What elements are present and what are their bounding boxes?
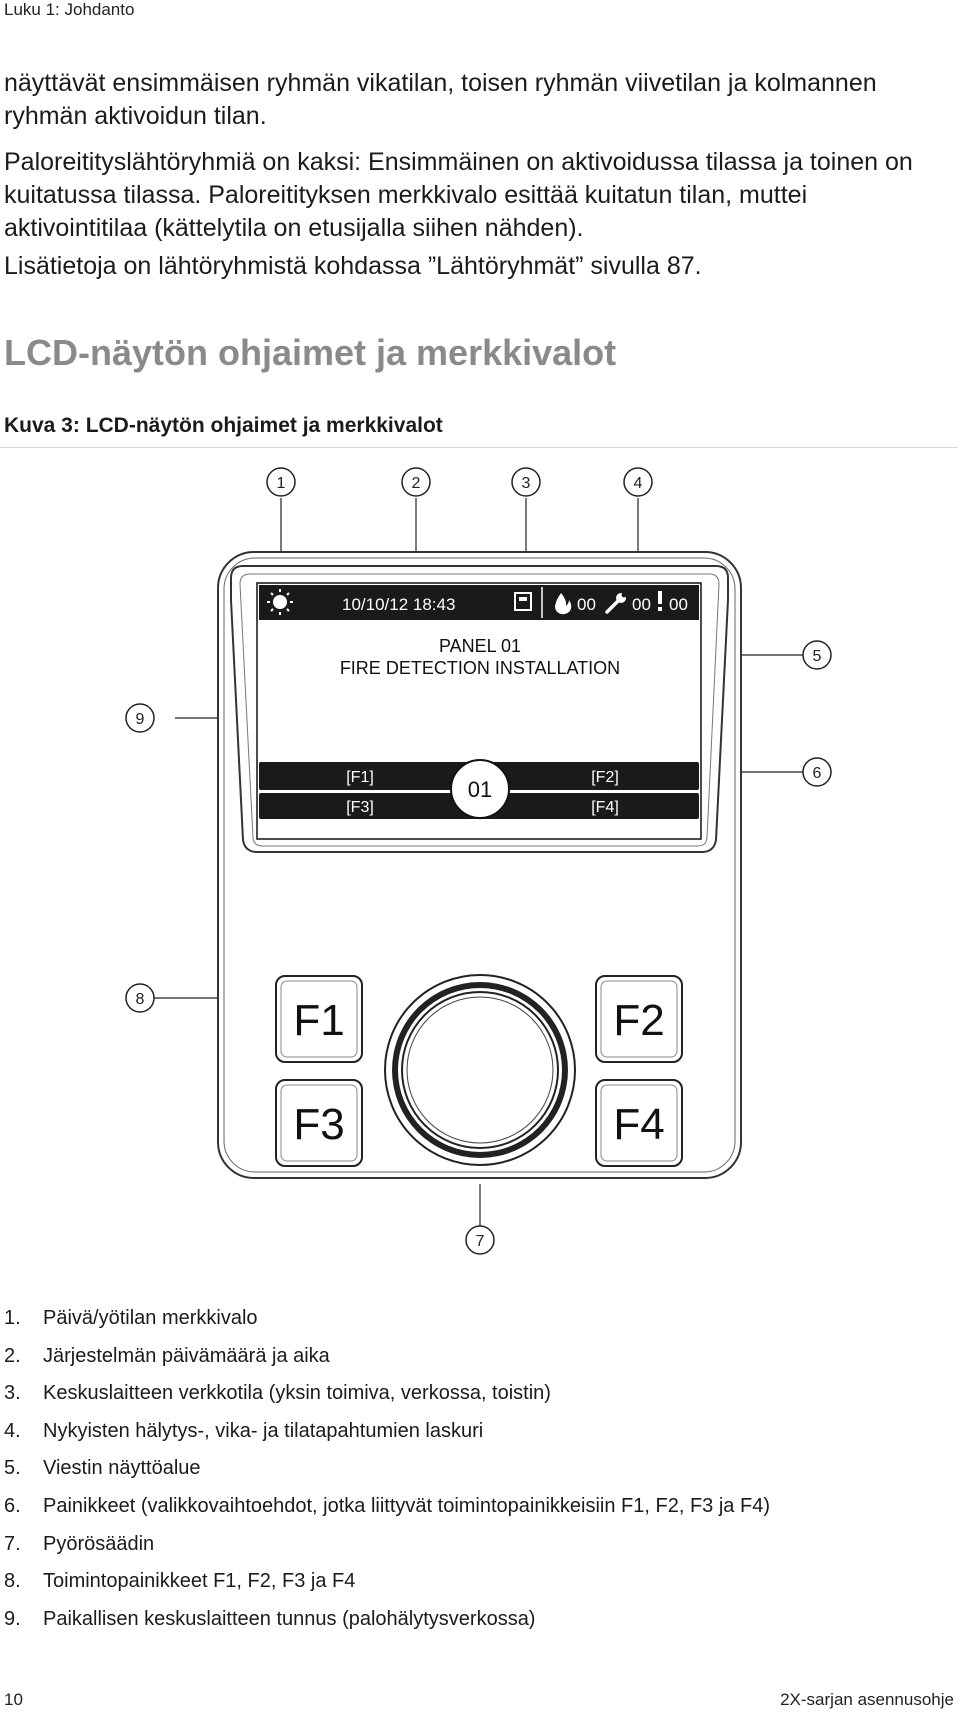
svg-text:4: 4 (634, 475, 643, 492)
f3-button[interactable]: F3 (275, 1079, 363, 1167)
legend-item: 4.Nykyisten hälytys-, vika- ja tilatapah… (4, 1419, 484, 1442)
device-body-inner-edge (223, 557, 736, 1173)
callout-9: 9 (125, 703, 155, 733)
panel-id: 01 (468, 777, 492, 802)
fault-counter: 00 (632, 595, 651, 614)
fire-counter: 00 (577, 595, 596, 614)
warning-counter: 00 (669, 595, 688, 614)
svg-text:7: 7 (476, 1233, 485, 1250)
legend-item: 8.Toimintopainikkeet F1, F2, F3 ja F4 (4, 1570, 356, 1593)
softkey-f4-label: [F4] (591, 799, 619, 816)
svg-text:F2: F2 (613, 996, 664, 1045)
f2-button[interactable]: F2 (595, 975, 683, 1063)
flame-icon (555, 593, 572, 615)
panel-figure: 1 2 3 4 5 6 7 8 9 10/10/12 18:43 00 00 (125, 467, 832, 1255)
callout-8: 8 (125, 983, 155, 1013)
chapter-header: Luku 1: Johdanto (4, 0, 135, 19)
network-mode-icon (514, 592, 532, 611)
svg-text:F3: F3 (293, 1100, 344, 1149)
svg-text:5: 5 (813, 648, 822, 665)
document-title: 2X-sarjan asennusohje (780, 1690, 954, 1709)
callout-7: 7 (465, 1225, 495, 1255)
panel-id-badge (450, 759, 510, 819)
lcd-message-line-2: FIRE DETECTION INSTALLATION (340, 658, 620, 678)
callout-markers: 1 2 3 4 5 6 7 8 9 (125, 467, 832, 1255)
legend-item: 1.Päivä/yötilan merkkivalo (4, 1307, 258, 1329)
paragraph-3: Lisätietoja on lähtöryhmistä kohdassa ”L… (4, 252, 702, 280)
svg-text:F4: F4 (613, 1100, 664, 1149)
paragraph-2: Paloreitityslähtöryhmiä on kaksi: Ensimm… (4, 148, 913, 242)
legend-item: 7.Pyörösäädin (4, 1532, 155, 1555)
softkey-f3-label: [F3] (346, 799, 374, 816)
callout-4: 4 (623, 467, 653, 497)
f4-button[interactable]: F4 (595, 1079, 683, 1167)
callout-2: 2 (401, 467, 431, 497)
softkey-f2-label: [F2] (591, 769, 619, 786)
legend-item: 2.Järjestelmän päivämäärä ja aika (4, 1344, 330, 1367)
wrench-icon (605, 592, 627, 614)
svg-text:6: 6 (813, 765, 822, 782)
page-number: 10 (4, 1690, 23, 1709)
figure-caption: Kuva 3: LCD-näytön ohjaimet ja merkkival… (4, 414, 443, 437)
lcd-status-bar (259, 585, 699, 620)
paragraph-1: näyttävät ensimmäisen ryhmän vikatilan, … (4, 69, 877, 130)
section-title: LCD-näytön ohjaimet ja merkkivalot (4, 332, 617, 373)
legend-item: 9.Paikallisen keskuslaitteen tunnus (pal… (4, 1607, 536, 1630)
callout-1: 1 (266, 467, 296, 497)
lcd-message-line-1: PANEL 01 (439, 636, 521, 656)
svg-text:3: 3 (522, 475, 531, 492)
callout-6: 6 (802, 757, 832, 787)
caption-divider (0, 447, 958, 448)
screen-bezel-inner (239, 573, 720, 847)
exclamation-icon (658, 591, 662, 611)
sun-icon (267, 589, 293, 615)
figure-legend: 1.Päivä/yötilan merkkivalo 2.Järjestelmä… (4, 1300, 770, 1638)
svg-text:9: 9 (136, 711, 145, 728)
svg-text:F1: F1 (293, 996, 344, 1045)
svg-text:2: 2 (412, 475, 421, 492)
svg-text:8: 8 (136, 991, 145, 1008)
legend-item: 6.Painikkeet (valikkovaihtoehdot, jotka … (4, 1494, 770, 1517)
f1-button[interactable]: F1 (275, 975, 363, 1063)
callout-5: 5 (802, 640, 832, 670)
lcd-datetime: 10/10/12 18:43 (342, 595, 455, 614)
legend-item: 5.Viestin näyttöalue (4, 1457, 201, 1480)
callout-3: 3 (511, 467, 541, 497)
softkey-f1-label: [F1] (346, 769, 374, 786)
svg-text:1: 1 (277, 475, 286, 492)
rotary-dial[interactable] (384, 974, 576, 1166)
legend-item: 3.Keskuslaitteen verkkotila (yksin toimi… (4, 1382, 551, 1405)
